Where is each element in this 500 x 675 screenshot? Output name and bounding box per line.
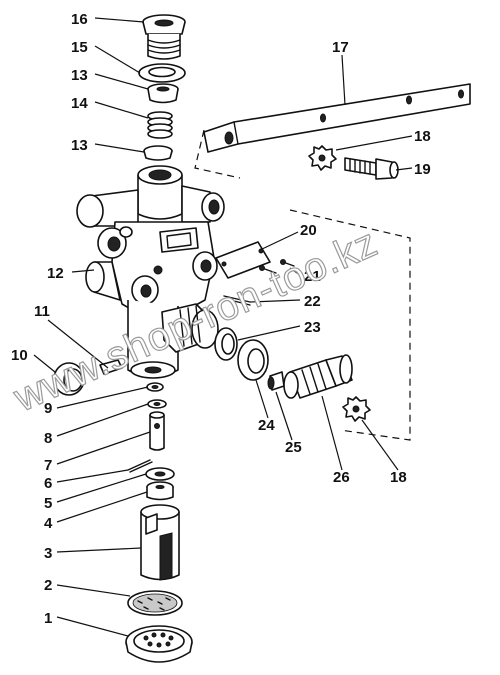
part-23-oring [214, 327, 238, 361]
label-3: 3 [44, 545, 52, 562]
label-11: 11 [34, 303, 50, 320]
part-19-bolt [344, 157, 399, 180]
label-15: 15 [71, 39, 88, 56]
part-13-seat-lower [143, 145, 173, 161]
part-7-pushrod [149, 411, 165, 451]
label-2: 2 [44, 577, 52, 594]
label-6: 6 [44, 475, 52, 492]
part-15-washer [138, 63, 186, 83]
part-21-screws [259, 259, 295, 274]
label-1: 1 [44, 610, 52, 627]
part-9-washer [146, 382, 164, 392]
label-14: 14 [71, 95, 88, 112]
label-7: 7 [44, 457, 52, 474]
label-4: 4 [44, 515, 53, 532]
label-26: 26 [333, 469, 350, 486]
callout-labels: 16 15 13 14 13 12 11 10 9 8 7 6 5 4 3 2 … [11, 11, 431, 627]
label-18b: 18 [390, 469, 407, 486]
part-1-cover [125, 625, 193, 663]
part-17-bracket [203, 83, 471, 153]
label-23: 23 [304, 319, 321, 336]
part-13-seat-upper [147, 83, 179, 104]
label-13b: 13 [71, 137, 88, 154]
label-10: 10 [11, 347, 28, 364]
label-5: 5 [44, 495, 52, 512]
part-6-pin [127, 459, 153, 473]
label-8: 8 [44, 430, 52, 447]
part-5-washer [145, 467, 175, 481]
label-16: 16 [71, 11, 88, 28]
part-11-tab [99, 359, 123, 375]
part-8-washer [147, 399, 167, 409]
leader-lines [33, 17, 413, 637]
part-26-adapter [283, 354, 353, 399]
part-18-lockwasher-upper [308, 145, 337, 171]
part-20-plate [215, 241, 271, 279]
part-2-filter [127, 590, 183, 616]
label-17: 17 [332, 39, 349, 56]
part-10-ring [53, 362, 85, 396]
assembly-outline [194, 129, 411, 441]
part-3-piston [140, 504, 180, 581]
label-9: 9 [44, 400, 52, 417]
part-4-guide [146, 481, 174, 501]
label-21: 21 [304, 268, 321, 285]
part-18-lockwasher-lower [342, 396, 371, 422]
part-22-pin [223, 295, 251, 306]
part-24-ring [237, 339, 269, 381]
label-20: 20 [300, 222, 317, 239]
label-12: 12 [47, 265, 64, 282]
label-19: 19 [414, 161, 431, 178]
part-14-spring [147, 111, 173, 139]
part-25-valve [267, 371, 285, 391]
label-13a: 13 [71, 67, 88, 84]
label-22: 22 [304, 293, 321, 310]
label-25: 25 [285, 439, 302, 456]
part-12-valve-body [76, 165, 225, 379]
part-16-plug [142, 14, 186, 60]
label-18a: 18 [414, 128, 431, 145]
label-24: 24 [258, 417, 275, 434]
